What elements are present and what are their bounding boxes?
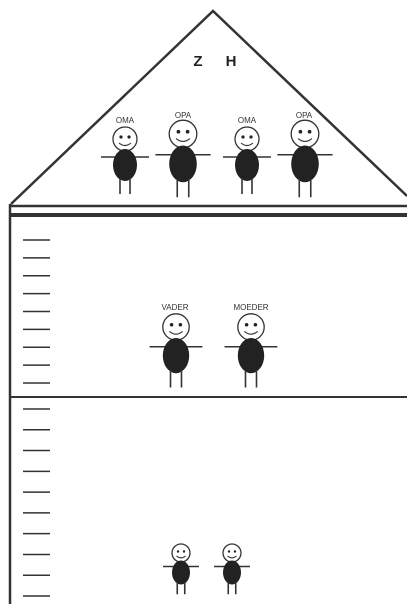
smile (227, 555, 237, 559)
roof-letters: Z H (193, 53, 236, 70)
head (234, 126, 260, 152)
eye (127, 135, 131, 139)
smile (118, 142, 132, 147)
eye (244, 323, 249, 327)
figure-child-2 (214, 543, 250, 595)
eye (298, 129, 303, 134)
figure-opa-2: OPA (277, 111, 333, 198)
roof-outline (10, 9, 407, 205)
eye (178, 323, 183, 327)
head (168, 119, 198, 149)
smile (169, 330, 183, 335)
head (222, 543, 242, 563)
eye (176, 129, 181, 134)
smile (297, 138, 313, 143)
body (162, 338, 190, 374)
eye (249, 135, 253, 139)
head (237, 313, 265, 341)
eye (241, 135, 245, 139)
eye (119, 135, 123, 139)
figure-oma-2: OMA (223, 116, 271, 194)
eye (233, 550, 237, 553)
smile (244, 330, 258, 335)
floor2-ladder (23, 408, 50, 597)
head (162, 313, 190, 341)
roof-letter-h: H (226, 53, 237, 70)
body (172, 560, 190, 585)
figure-child-1 (163, 543, 199, 595)
eye (253, 323, 258, 327)
body (235, 149, 259, 181)
figure-opa-1: OPA (155, 111, 211, 198)
figure-label: VADER (162, 303, 189, 312)
figure-label: OMA (116, 116, 135, 125)
roof-letter-z: Z (193, 53, 202, 70)
body (291, 145, 319, 183)
head (290, 119, 320, 149)
figure-label: OPA (296, 111, 313, 120)
eye (169, 323, 174, 327)
body (223, 560, 241, 585)
figure-label: MOEDER (233, 303, 268, 312)
smile (175, 138, 191, 143)
body (237, 338, 265, 374)
head (171, 543, 191, 563)
figure-label: OMA (238, 116, 257, 125)
smile (176, 555, 186, 559)
figure-oma-1: OMA (101, 116, 149, 194)
floor1-ladder (23, 239, 50, 384)
figure-vader: VADER (149, 303, 203, 388)
figure-label: OPA (175, 111, 192, 120)
house-structure (8, 9, 407, 604)
eye (185, 129, 190, 134)
smile (240, 142, 254, 147)
head (112, 126, 138, 152)
body (169, 145, 197, 183)
figure-moeder: MOEDER (224, 303, 278, 388)
body (113, 149, 137, 181)
eye (307, 129, 312, 134)
eye (227, 550, 231, 553)
eye (182, 550, 186, 553)
eye (176, 550, 180, 553)
